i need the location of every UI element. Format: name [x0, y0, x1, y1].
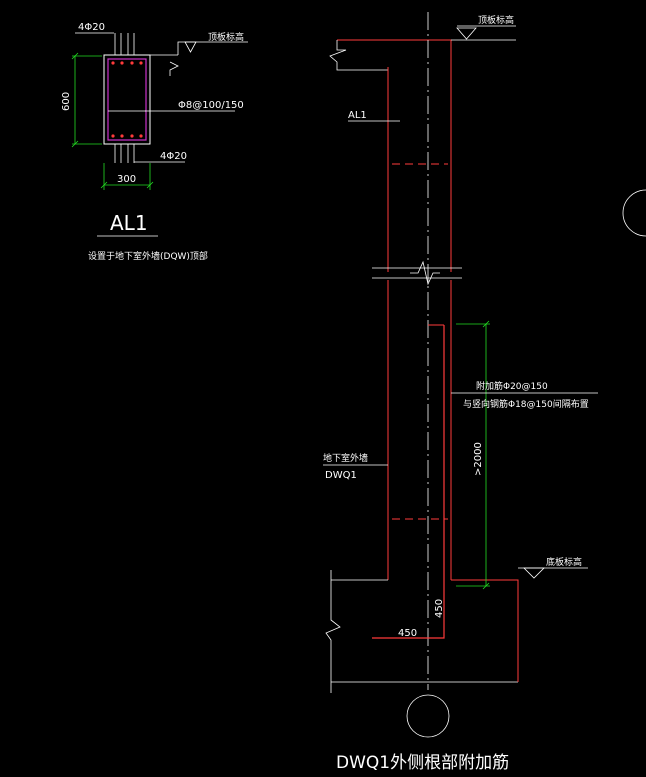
elevation-marker-icon: [184, 41, 197, 53]
vertical-dim-label: 450: [434, 599, 445, 618]
wall-detail-dwq1: 顶板标高 AL1 附加筋Φ20@150 与竖向钢筋Φ18@150间隔布置 >20…: [323, 12, 646, 773]
top-elevation-icon: [456, 27, 477, 40]
added-bar: [372, 325, 445, 639]
stirrup-label: Φ8@100/150: [178, 100, 244, 111]
bottom-elevation-icon: [523, 567, 545, 579]
top-rebar-label: 4Φ20: [78, 22, 105, 33]
added-bars-label-1: 附加筋Φ20@150: [476, 380, 548, 392]
bottom-rebar-label: 4Φ20: [160, 151, 187, 162]
beam-ref-label: AL1: [348, 110, 367, 121]
detail-caption: DWQ1外侧根部附加筋: [336, 753, 509, 773]
height-dim-label: 600: [61, 92, 72, 111]
width-dim-label: 300: [117, 174, 136, 185]
wall-name-label-1: 地下室外墙: [323, 452, 368, 464]
wall-name-label-2: DWQ1: [325, 470, 357, 481]
beam-title: AL1: [110, 211, 148, 235]
horizontal-dim-label: 450: [398, 628, 417, 639]
top-rebar-dots: [111, 61, 143, 65]
wall-bottom-elev-label: 底板标高: [546, 556, 582, 568]
beam-note: 设置于地下室外墙(DQW)顶部: [88, 250, 208, 262]
beam-section-al1: 4Φ20 顶板标高 Φ8@100/150 4Φ20 600 300 AL1 设置…: [61, 22, 248, 262]
bottom-rebar-dots: [111, 134, 143, 138]
detail-bubble: [406, 694, 450, 738]
beam-outline: [103, 54, 151, 145]
length-dim-label: >2000: [473, 442, 484, 476]
beam-top-elev-label: 顶板标高: [208, 31, 244, 43]
added-bars-label-2: 与竖向钢筋Φ18@150间隔布置: [463, 398, 589, 410]
top-slab-line: [337, 39, 452, 272]
wall-top-elev-label: 顶板标高: [478, 14, 514, 26]
beam-stirrup: [107, 58, 147, 141]
